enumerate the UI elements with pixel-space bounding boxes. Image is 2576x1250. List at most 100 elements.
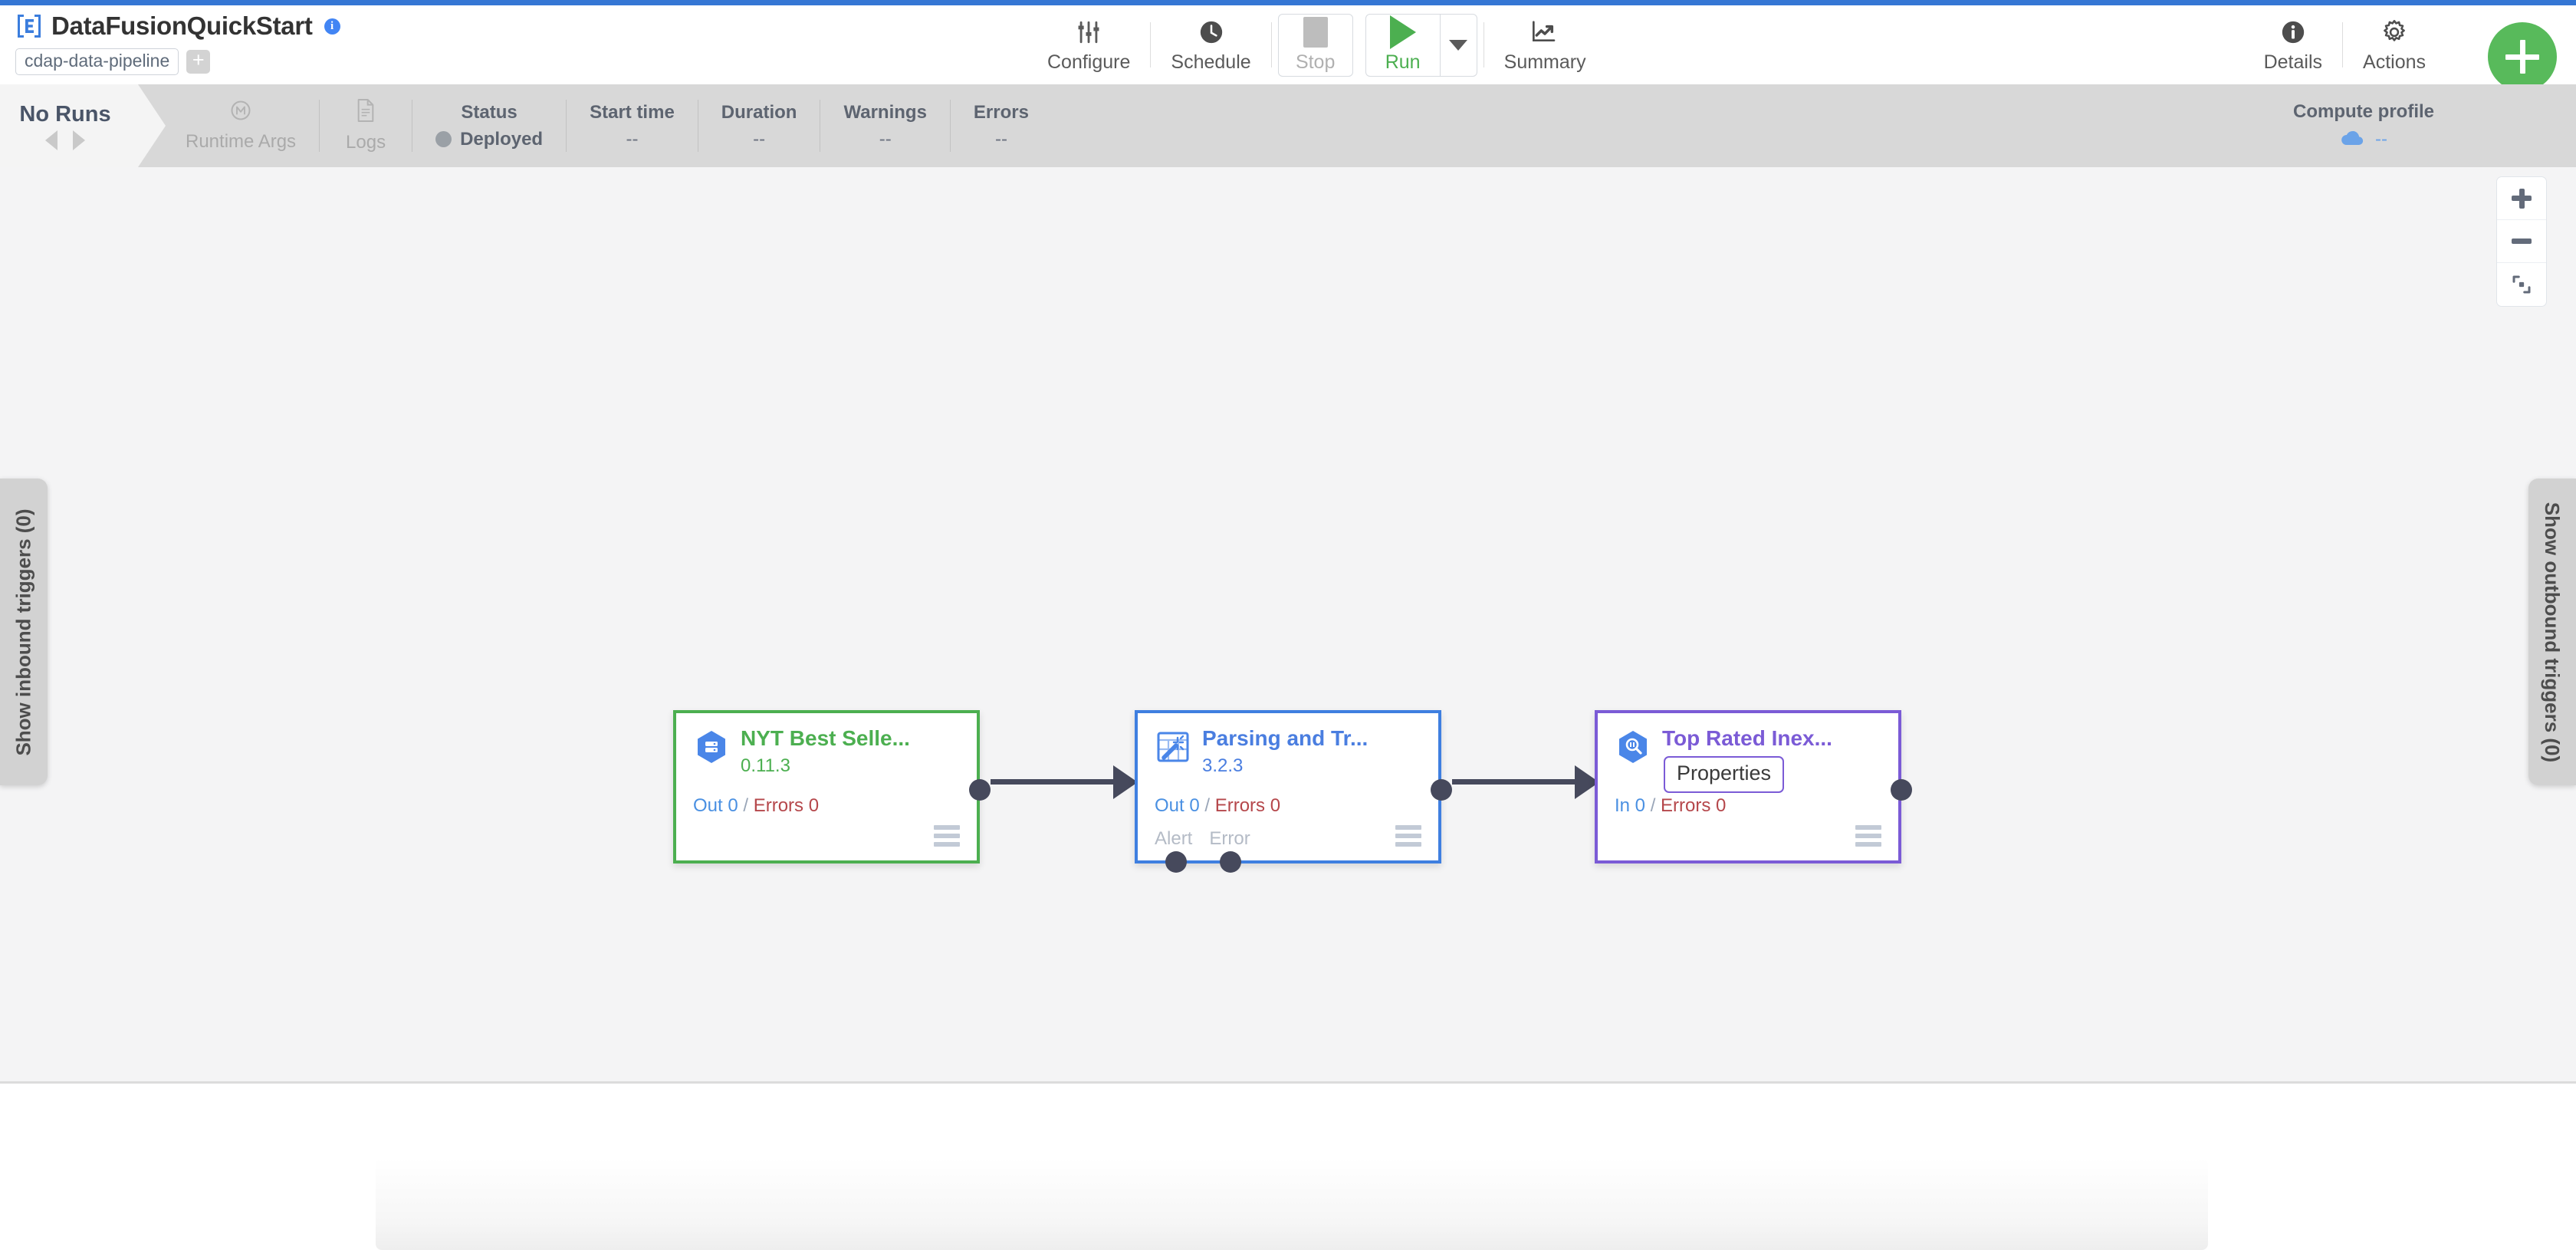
summary-button[interactable]: Summary <box>1484 5 1606 84</box>
status-metric-value: -- <box>879 128 892 150</box>
runtime-args-label: Runtime Args <box>186 131 297 152</box>
document-icon <box>355 98 376 127</box>
status-metric-value: Deployed <box>460 128 544 150</box>
node-menu-button[interactable] <box>1395 825 1421 847</box>
triangle-right-icon[interactable] <box>73 130 85 150</box>
runtime-args-button[interactable]: Runtime Args <box>163 84 319 167</box>
clock-icon <box>1198 17 1224 48</box>
node-metric-separator: / <box>738 795 754 816</box>
cdap-logo-icon <box>18 15 41 38</box>
toolbar-divider <box>1150 22 1152 67</box>
node-port-error[interactable]: Error <box>1209 828 1250 849</box>
node-metrics: Out 0 / Errors 0 <box>1155 795 1280 817</box>
play-triangle-icon <box>1389 15 1416 49</box>
node-output-port[interactable] <box>1891 779 1912 801</box>
chevron-down-icon <box>1449 40 1468 51</box>
node-properties-tooltip[interactable]: Properties <box>1664 756 1785 793</box>
toolbar-divider <box>1270 22 1272 67</box>
pipeline-edge-arrow <box>1113 765 1138 799</box>
node-metric-out: Out 0 <box>693 795 738 816</box>
outbound-triggers-drawer[interactable]: Show outbound triggers (0) <box>2528 479 2576 785</box>
node-metric-separator: / <box>1645 795 1661 816</box>
status-metric-list: Runtime Args Logs Status Deployed S <box>138 84 1052 167</box>
node-metric-errors: Errors 0 <box>1214 795 1281 816</box>
status-metric-warnings: Warnings -- <box>820 84 949 167</box>
tag-row: cdap-data-pipeline + <box>15 48 211 75</box>
pipeline-edge <box>991 779 1130 785</box>
outbound-triggers-label: Show outbound triggers (0) <box>2541 502 2564 762</box>
run-button-group: Run <box>1365 14 1477 77</box>
runs-tab[interactable]: No Runs <box>0 84 166 167</box>
status-metric-head: Start time <box>590 101 675 123</box>
status-metric-duration: Duration -- <box>698 84 820 167</box>
node-alert-port[interactable] <box>1165 851 1187 873</box>
details-button[interactable]: Details <box>2244 5 2342 84</box>
node-menu-button[interactable] <box>934 825 960 847</box>
status-metric-head: Status <box>461 101 518 123</box>
add-tag-button[interactable]: + <box>186 50 211 74</box>
inbound-triggers-label: Show inbound triggers (0) <box>12 508 35 756</box>
gear-icon <box>2380 17 2408 48</box>
wrangler-transform-icon <box>1155 729 1191 765</box>
pipeline-node-source[interactable]: NYT Best Selle... 0.11.3 Out 0 / Errors … <box>673 710 991 863</box>
add-pipeline-fab-icon[interactable] <box>2488 22 2557 91</box>
info-icon[interactable]: i <box>324 18 340 35</box>
logs-label: Logs <box>346 132 386 153</box>
top-accent-bar <box>0 0 2576 5</box>
node-menu-button[interactable] <box>1855 825 1881 847</box>
summary-label: Summary <box>1503 51 1586 73</box>
pipeline-edge <box>1452 779 1592 785</box>
status-divider <box>949 100 951 152</box>
compute-profile[interactable]: Compute profile -- <box>2293 84 2434 167</box>
canvas-zoom-controls <box>2496 176 2547 307</box>
info-circle-icon <box>2280 17 2306 48</box>
zoom-in-icon[interactable] <box>2497 177 2546 220</box>
bigquery-sink-icon <box>1615 729 1651 765</box>
status-metric-value: -- <box>753 128 766 150</box>
pipeline-canvas[interactable]: NYT Best Selle... 0.11.3 Out 0 / Errors … <box>0 167 2576 1084</box>
stop-square-icon <box>1303 17 1328 48</box>
run-status-bar: No Runs Runtime Args <box>0 84 2576 167</box>
node-name: Parsing and Tr... <box>1202 726 1368 750</box>
schedule-button[interactable]: Schedule <box>1151 5 1270 84</box>
actions-button[interactable]: Actions <box>2343 5 2446 84</box>
schedule-label: Schedule <box>1171 51 1251 73</box>
pipeline-node-transform[interactable]: Parsing and Tr... 3.2.3 Out 0 / Errors 0… <box>1135 710 1452 873</box>
status-divider <box>319 100 320 152</box>
node-error-port[interactable] <box>1220 851 1241 873</box>
runs-label: No Runs <box>19 101 111 127</box>
status-metric-value: -- <box>994 128 1007 150</box>
node-output-port[interactable] <box>1431 779 1452 801</box>
inbound-triggers-drawer[interactable]: Show inbound triggers (0) <box>0 479 48 785</box>
sliders-icon <box>1076 17 1102 48</box>
partial-panel <box>376 1158 2208 1250</box>
node-name: Top Rated Inex... <box>1662 726 1832 750</box>
pipeline-node-sink[interactable]: Top Rated Inex... Properties In 0 / Erro… <box>1595 710 1912 863</box>
run-button[interactable]: Run <box>1366 15 1440 76</box>
artifact-type-tag[interactable]: cdap-data-pipeline <box>15 48 179 75</box>
status-metric-value: -- <box>626 128 639 150</box>
node-metrics: Out 0 / Errors 0 <box>693 795 819 817</box>
macro-icon <box>229 99 252 126</box>
pipeline-toolbar-right: Details Actions <box>2244 5 2446 84</box>
node-port-alert[interactable]: Alert <box>1155 828 1193 849</box>
node-metric-in: In 0 <box>1615 795 1646 816</box>
compute-profile-value: -- <box>2375 129 2387 150</box>
run-pagination <box>45 130 85 150</box>
triangle-left-icon[interactable] <box>45 130 58 150</box>
status-divider <box>566 100 567 152</box>
stop-button[interactable]: Stop <box>1277 14 1353 77</box>
configure-button[interactable]: Configure <box>1027 5 1150 84</box>
bigquery-source-icon <box>693 729 730 765</box>
fit-to-screen-icon[interactable] <box>2497 263 2546 306</box>
zoom-out-icon[interactable] <box>2497 220 2546 263</box>
node-output-port[interactable] <box>969 779 991 801</box>
details-label: Details <box>2263 51 2323 73</box>
status-metric-head: Duration <box>721 101 797 123</box>
run-options-dropdown[interactable] <box>1439 15 1477 76</box>
toolbar-divider <box>2342 22 2344 67</box>
line-chart-icon <box>1531 17 1559 48</box>
run-label: Run <box>1385 51 1421 73</box>
brand-block: DataFusionQuickStart i <box>15 12 340 41</box>
logs-button[interactable]: Logs <box>320 84 412 167</box>
